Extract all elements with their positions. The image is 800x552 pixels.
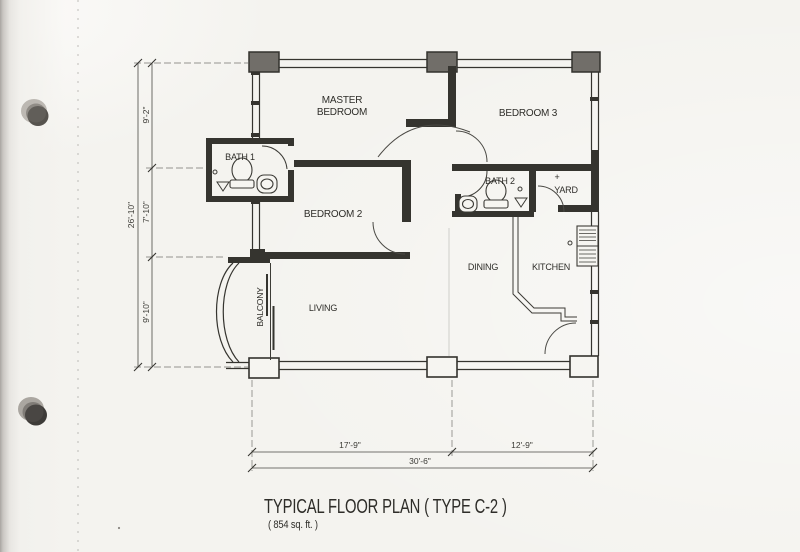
bath1-drain <box>212 169 218 175</box>
dimension-annotations: 26'-10" 9'-2" 7'-10" 9'-10" 17'-9" 12'-9… <box>126 58 598 473</box>
bath1-sink <box>256 174 278 194</box>
bottom-columns <box>248 355 599 379</box>
exterior-walls <box>226 58 600 371</box>
entrance-door-arc <box>544 322 577 355</box>
bath2-shower-symbol <box>514 197 528 208</box>
hole-punch-top <box>21 99 49 126</box>
bath2-door-arc <box>460 170 488 198</box>
yard-plus-symbol: + <box>554 172 559 182</box>
bath1-structure <box>206 138 294 202</box>
bath2-drain <box>517 186 523 192</box>
kitchen-sink <box>567 225 599 267</box>
room-label-yard: YARD <box>554 185 578 195</box>
kitchen-drain <box>567 240 573 246</box>
plan-title: TYPICAL FLOOR PLAN ( TYPE C-2 ) <box>264 495 507 518</box>
interior-walls <box>252 66 598 322</box>
room-label-bath2: BATH 2 <box>485 176 515 186</box>
yard-door-arc <box>537 185 565 213</box>
room-label-bedroom2: BEDROOM 2 <box>304 209 363 220</box>
bath2-toilet <box>483 179 509 209</box>
bath1-door-arc <box>261 145 288 170</box>
sliding-door <box>266 274 275 350</box>
room-label-balcony: BALCONY <box>255 287 265 327</box>
bath2-structure <box>458 170 528 213</box>
room-label-bath1: BATH 1 <box>225 152 255 162</box>
ink-speck <box>117 526 121 530</box>
hole-punch-bottom <box>18 397 47 426</box>
room-label-master-bedroom-2: BEDROOM <box>317 107 367 118</box>
room-label-kitchen: KITCHEN <box>532 262 570 272</box>
bedroom3-door-arc <box>455 130 488 163</box>
bath1-toilet <box>229 157 255 189</box>
room-label-bedroom3: BEDROOM 3 <box>499 108 558 119</box>
bath1-shower-symbol <box>216 181 230 192</box>
dim-left-total: 26'-10" <box>126 202 136 228</box>
title-block: TYPICAL FLOOR PLAN ( TYPE C-2 ) ( 854 sq… <box>264 495 507 531</box>
dim-left-seg3: 9'-10" <box>141 301 151 323</box>
bedroom2-door-arc <box>372 221 406 255</box>
balcony-structure <box>216 257 275 363</box>
room-label-living: LIVING <box>309 303 338 313</box>
bath2-sink <box>458 195 478 213</box>
master-bedroom-door-arc <box>377 124 471 158</box>
dim-bottom-seg2: 12'-9" <box>511 440 533 450</box>
room-label-master-bedroom-1: MASTER <box>322 95 362 106</box>
structural-columns <box>248 51 601 379</box>
scan-artifacts <box>18 0 450 552</box>
room-label-dining: DINING <box>468 262 498 272</box>
plan-area: ( 854 sq. ft. ) <box>268 519 318 531</box>
room-labels: MASTER BEDROOM BEDROOM 3 BEDROOM 2 BATH … <box>225 95 578 327</box>
dim-left-seg1: 9'-2" <box>141 107 151 124</box>
door-arcs <box>372 124 577 355</box>
dim-bottom-total: 30'-6" <box>409 456 431 466</box>
dim-left-seg2: 7'-10" <box>141 201 151 223</box>
top-columns <box>248 51 601 73</box>
dim-bottom-seg1: 17'-9" <box>339 440 361 450</box>
